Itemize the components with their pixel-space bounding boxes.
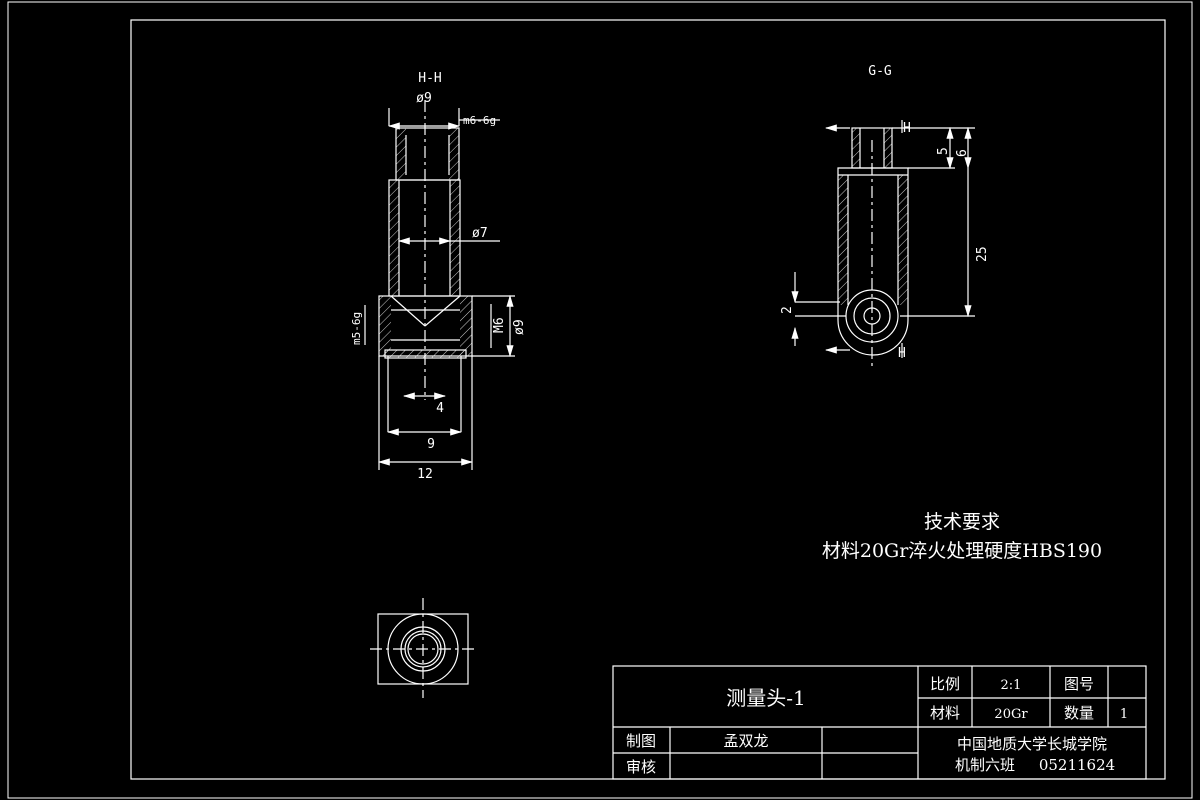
gg-dim-25: 25 [975, 246, 990, 262]
hh-dim-m6: M6 [492, 317, 507, 333]
hh-dim-12: 12 [417, 467, 433, 482]
drawn-value: 孟双龙 [723, 732, 768, 750]
drawing-no-label: 图号 [1064, 675, 1094, 693]
hh-dim-thread-left: m5-6g [350, 312, 363, 345]
scale-value: 2:1 [1001, 678, 1022, 693]
section-view-gg: G-G 5 6 25 2 [780, 64, 990, 370]
hh-dim-thread-top: m6-6g [463, 114, 496, 127]
hh-dim-d7: ø7 [472, 226, 488, 241]
title-block [612, 665, 1147, 780]
tech-req-heading: 技术要求 [924, 511, 1000, 533]
gg-dim-5: 5 [936, 147, 951, 155]
hh-dim-d9-right: ø9 [512, 319, 527, 335]
part-name: 测量头-1 [726, 686, 805, 710]
class-label: 机制六班 [955, 756, 1015, 774]
class-id: 05211624 [1039, 756, 1115, 774]
gg-dim-2: 2 [780, 306, 795, 314]
view-title-gg: G-G [868, 64, 892, 79]
top-view [370, 598, 476, 698]
scale-label: 比例 [930, 675, 960, 693]
view-title-hh: H-H [418, 71, 441, 86]
material-value: 20Gr [994, 707, 1028, 722]
inner-frame [130, 19, 1166, 780]
school-name: 中国地质大学长城学院 [957, 735, 1107, 753]
drawn-label: 制图 [626, 732, 656, 750]
quantity-label: 数量 [1064, 704, 1094, 722]
gg-dim-6: 6 [955, 149, 970, 157]
tech-req-line1: 材料20Gr淬火处理硬度HBS190 [822, 540, 1102, 562]
quantity-value: 1 [1120, 707, 1128, 722]
hh-dim-9: 9 [427, 437, 435, 452]
gg-section-h-bottom: H [898, 346, 906, 361]
gg-section-h-top: H [903, 121, 911, 136]
section-view-hh: H-H [350, 71, 527, 482]
checked-label: 审核 [626, 758, 656, 776]
hh-dim-d9-top: ø9 [416, 91, 432, 106]
outer-border [7, 1, 1193, 799]
hh-dim-4: 4 [436, 401, 444, 416]
material-label: 材料 [930, 704, 960, 722]
